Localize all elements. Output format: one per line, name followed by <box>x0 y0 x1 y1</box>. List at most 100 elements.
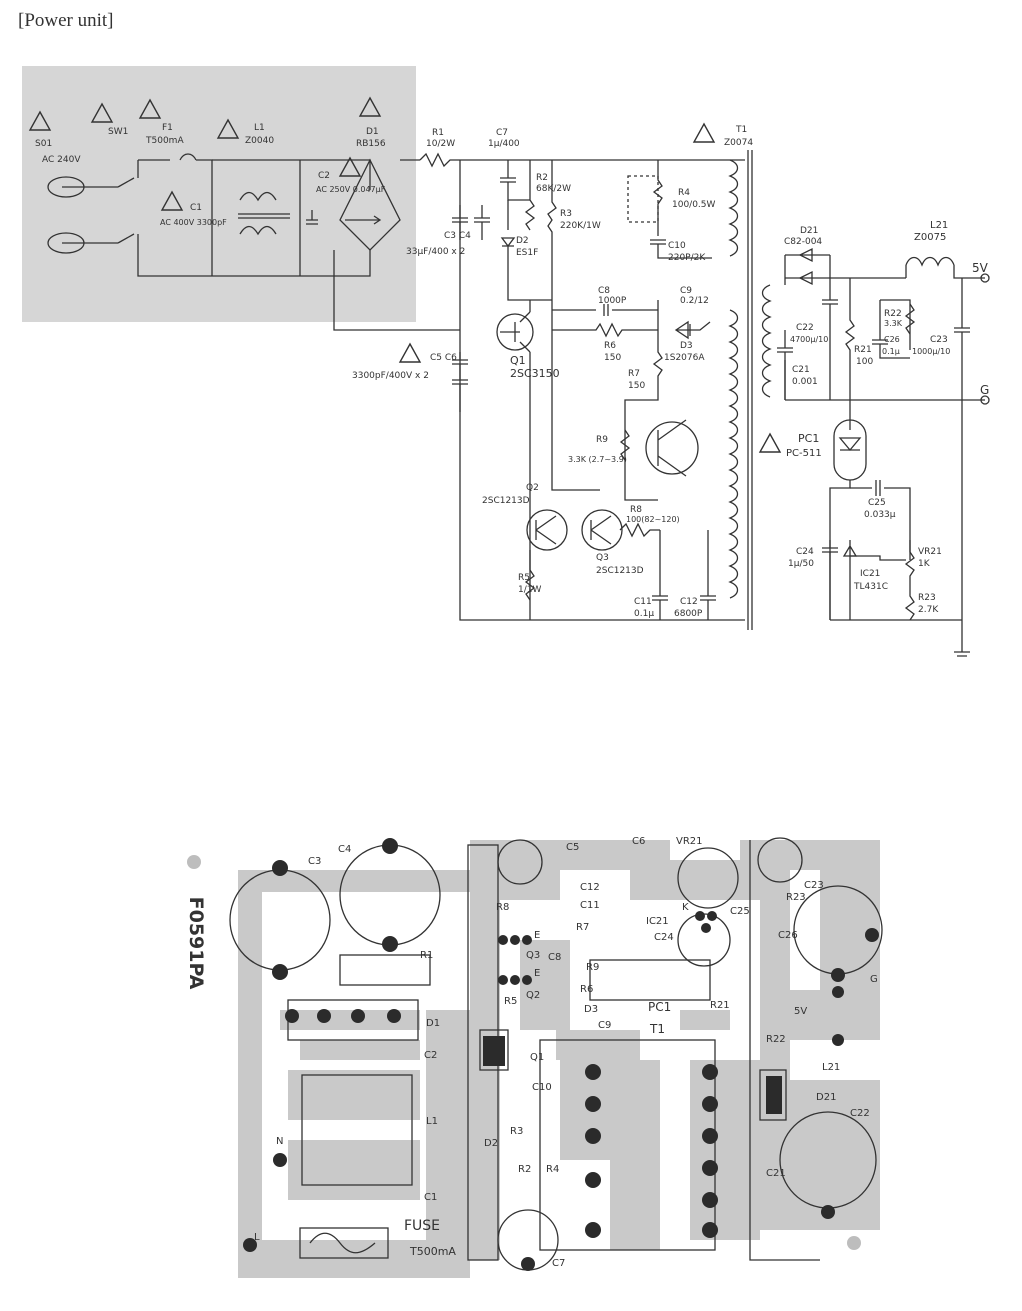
label-c21-value: 0.001 <box>792 377 818 387</box>
board-label-q1: Q1 <box>530 1052 545 1063</box>
board-label-c23: C23 <box>804 880 824 891</box>
label-r4-value: 100/0.5W <box>672 200 716 210</box>
board-label-r9: R9 <box>586 962 600 973</box>
label-r2: R2 <box>536 173 548 183</box>
board-label-t1: T1 <box>650 1022 665 1036</box>
component-outlines <box>229 837 883 1271</box>
label-r21-value: 100 <box>856 357 873 367</box>
mounting-hole <box>187 855 201 869</box>
label-c23: C23 <box>930 335 948 345</box>
label-r3: R3 <box>560 209 572 219</box>
board-label-r8: R8 <box>496 902 510 913</box>
label-d21: D21 <box>800 226 818 236</box>
label-r3-value: 220K/1W <box>560 221 601 231</box>
board-label-ic21: IC21 <box>646 916 669 927</box>
board-label-c10: C10 <box>532 1082 552 1093</box>
board-label-d1: D1 <box>426 1018 441 1029</box>
label-c22-value: 4700µ/10 <box>790 335 828 344</box>
label-r23: R23 <box>918 593 936 603</box>
board-label-r7: R7 <box>576 922 590 933</box>
label-r5: R5 <box>518 573 530 583</box>
board-label-g: G <box>870 974 878 985</box>
label-r7-value: 150 <box>628 381 645 391</box>
label-c8: C8 <box>598 286 610 296</box>
label-c22: C22 <box>796 323 814 333</box>
label-d3-value: 1S2076A <box>664 353 705 363</box>
label-s01: S01 <box>35 139 52 149</box>
label-c10: C10 <box>668 241 686 251</box>
board-label-c21: C21 <box>766 1168 786 1179</box>
label-c3-c4: C3 C4 <box>444 231 471 241</box>
board-label-l21: L21 <box>822 1062 841 1073</box>
label-f1: F1 <box>162 123 173 133</box>
label-r5-value: 1/1W <box>518 585 541 595</box>
secondary-wiring <box>777 247 990 657</box>
board-label-c12: C12 <box>580 882 600 893</box>
board-label-l: L <box>254 1232 260 1243</box>
board-label-c9: C9 <box>598 1020 612 1031</box>
label-t1-value: Z0074 <box>724 138 753 148</box>
board-label-vr21: VR21 <box>676 836 703 847</box>
label-l1: L1 <box>254 123 265 133</box>
label-c11-value: 0.1µ <box>634 609 654 619</box>
label-c2-value: AC 250V 0.047µF <box>316 185 386 194</box>
board-label-c3: C3 <box>308 856 322 867</box>
board-label-c2: C2 <box>424 1050 438 1061</box>
label-f1-value: T500mA <box>145 136 184 146</box>
board-label-d3: D3 <box>584 1004 599 1015</box>
board-label-c25: C25 <box>730 906 750 917</box>
board-label-c1: C1 <box>424 1192 438 1203</box>
label-l1-value: Z0040 <box>245 136 274 146</box>
label-r22-value: 3.3K <box>884 319 903 328</box>
label-r8-value: 100(82~120) <box>626 515 680 524</box>
board-label-k: K <box>682 902 689 913</box>
label-d2-value: ES1F <box>516 248 538 258</box>
label-d2: D2 <box>516 236 529 246</box>
board-label-n: N <box>276 1136 284 1147</box>
label-c24-value: 1µ/50 <box>788 559 814 569</box>
label-pc1: PC1 <box>798 432 819 445</box>
label-c1: C1 <box>190 203 202 213</box>
label-r22: R22 <box>884 309 902 319</box>
board-label-e2: E <box>534 968 541 979</box>
board-label-pc1: PC1 <box>648 1000 672 1014</box>
board-label-c4: C4 <box>338 844 352 855</box>
board-label-r3: R3 <box>510 1126 524 1137</box>
label-ic21: IC21 <box>860 569 880 579</box>
board-label-5v: 5V <box>794 1006 808 1017</box>
board-label-r1: R1 <box>420 950 434 961</box>
fuse-value: T500mA <box>410 1245 456 1258</box>
warning-icon <box>28 96 782 453</box>
board-label-r4: R4 <box>546 1164 560 1175</box>
board-label-q3: Q3 <box>526 950 541 961</box>
label-r2-value: 68K/2W <box>536 184 571 194</box>
label-c21: C21 <box>792 365 810 375</box>
label-r9-value: 3.3K (2.7~3.9) <box>568 455 627 464</box>
label-r8: R8 <box>630 505 642 515</box>
label-c25: C25 <box>868 498 886 508</box>
label-sw1: SW1 <box>108 127 128 137</box>
label-c5-c6: C5 C6 <box>430 353 457 363</box>
primary-wiring <box>419 152 745 621</box>
label-r9: R9 <box>596 435 608 445</box>
label-pc1-value: PC-511 <box>786 448 822 459</box>
label-ic21-value: TL431C <box>853 582 888 592</box>
board-label-e1: E <box>534 930 541 941</box>
label-c26: C26 <box>884 335 900 344</box>
board-label-c6: C6 <box>632 836 646 847</box>
label-c12: C12 <box>680 597 698 607</box>
label-c25-value: 0.033µ <box>864 510 896 520</box>
fuse-label: FUSE <box>404 1218 441 1234</box>
schematic-diagram: S01 AC 240V SW1 F1 T500mA L1 Z0040 C1 AC… <box>22 66 990 657</box>
copper-traces <box>238 840 880 1278</box>
board-label-r6: R6 <box>580 984 594 995</box>
label-q2-value: 2SC1213D <box>482 496 530 506</box>
board-label-c26: C26 <box>778 930 798 941</box>
label-c7-value: 1µ/400 <box>488 139 520 149</box>
input-wiring <box>47 153 460 331</box>
output-g-label: G <box>980 383 989 397</box>
board-label-l1: L1 <box>426 1116 438 1127</box>
board-label-q2: Q2 <box>526 990 541 1001</box>
label-q1: Q1 <box>510 354 526 367</box>
output-5v-label: 5V <box>972 261 989 275</box>
